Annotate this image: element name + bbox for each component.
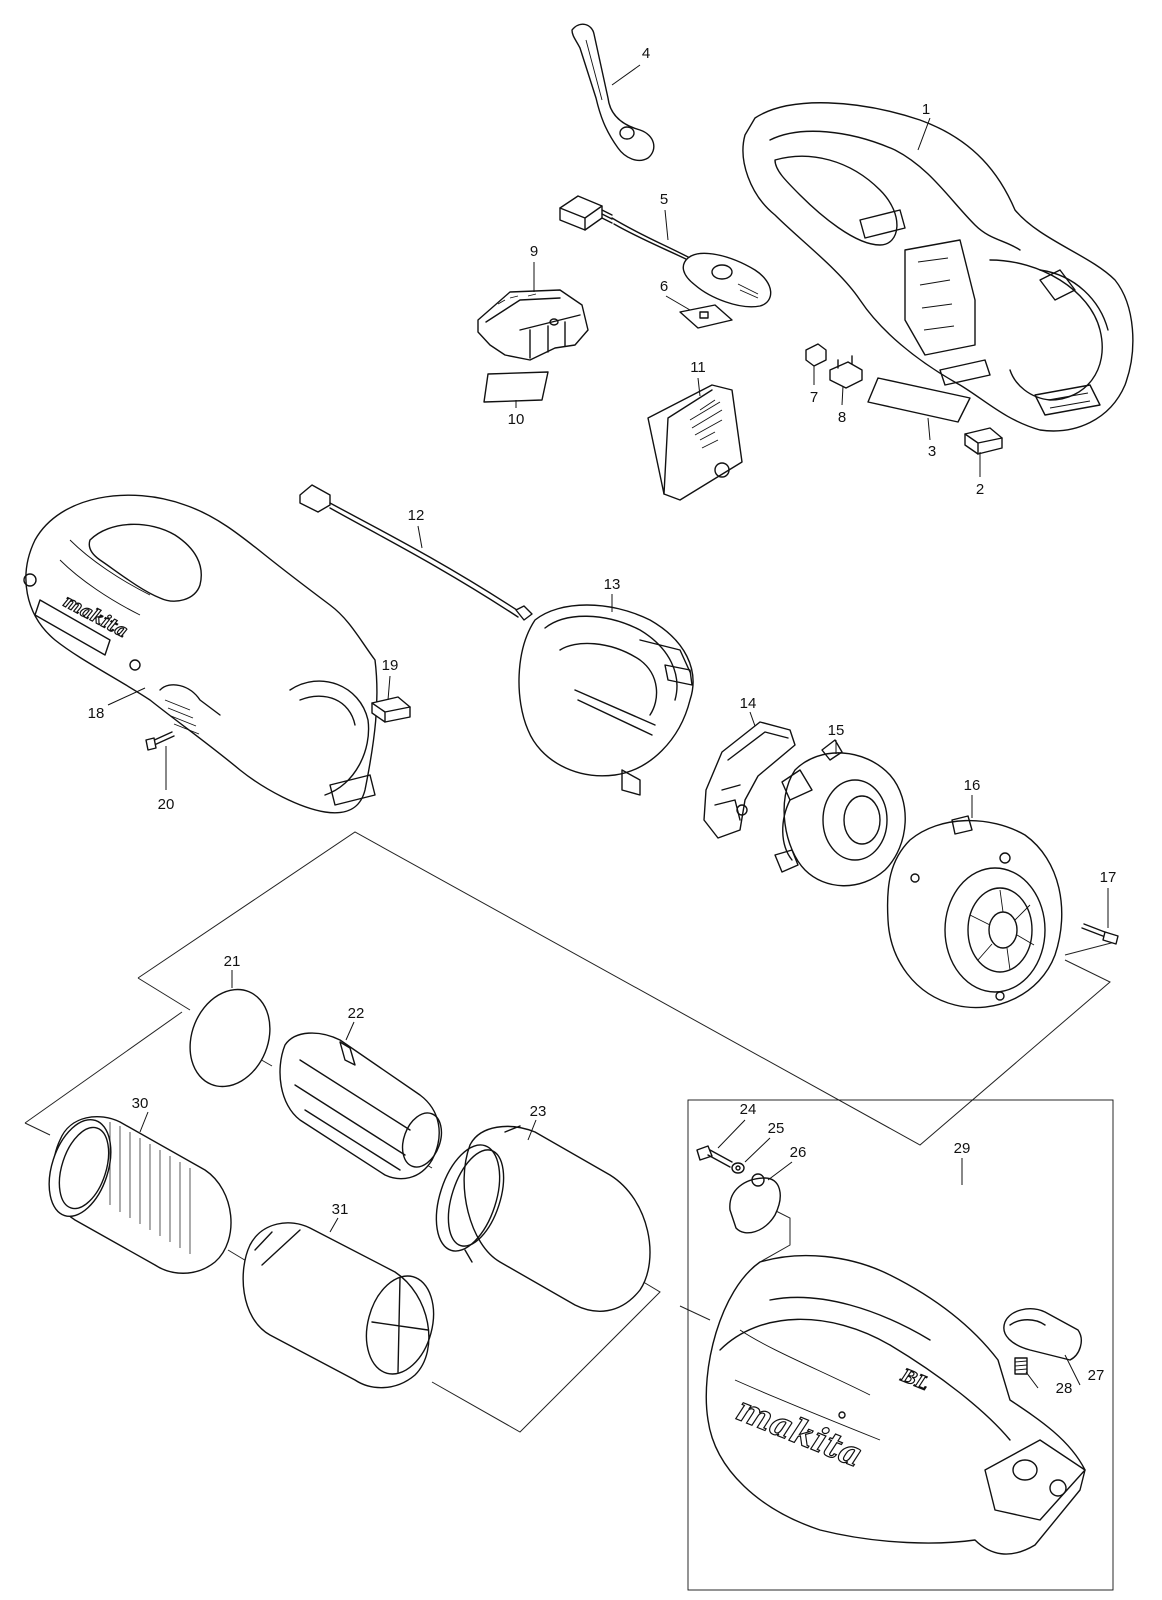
- part-19-clip: [371, 696, 411, 723]
- callout-25: 25: [768, 1120, 785, 1137]
- part-3-label: [867, 377, 971, 423]
- callout-19: 19: [382, 657, 399, 674]
- callout-15: 15: [828, 722, 845, 739]
- part-12-wire: [299, 484, 533, 621]
- part-8-terminal: [829, 355, 863, 389]
- part-21-filter-disc: [189, 988, 271, 1088]
- part-30-hepa-filter: [48, 1115, 232, 1274]
- callout-1: 1: [922, 101, 930, 118]
- dust-case-assembly-frame: [687, 1099, 1114, 1591]
- leader-lines: [107, 64, 1109, 1389]
- callout-4: 4: [642, 45, 650, 62]
- callout-10: 10: [508, 411, 525, 428]
- callout-numbers: 1 2 3 4 5 6 7 8 9 10 11 12 13 14 15 16 1…: [88, 45, 1117, 1397]
- part-20-screw: [145, 731, 175, 751]
- part-27-release-button: [1003, 1308, 1082, 1361]
- part-17-screw: [1081, 923, 1119, 945]
- callout-8: 8: [838, 409, 846, 426]
- callout-16: 16: [964, 777, 981, 794]
- part-14-bracket: [703, 721, 796, 839]
- callout-2: 2: [976, 481, 984, 498]
- part-22-prefilter-cage: [279, 1032, 443, 1180]
- part-24-screw: [696, 1145, 733, 1168]
- callout-5: 5: [660, 191, 668, 208]
- callout-18: 18: [88, 705, 105, 722]
- part-28-spring: [1014, 1357, 1028, 1375]
- part-16-fan-housing: [886, 815, 1063, 1009]
- callout-30: 30: [132, 1095, 149, 1112]
- callout-28: 28: [1056, 1380, 1073, 1397]
- part-11-controller: [647, 384, 743, 501]
- part-9-terminal-holder: [477, 289, 589, 361]
- callout-7: 7: [810, 389, 818, 406]
- callout-23: 23: [530, 1103, 547, 1120]
- callout-3: 3: [928, 443, 936, 460]
- part-10-pad: [483, 371, 549, 403]
- callout-29: 29: [954, 1140, 971, 1157]
- assembly-guide-lines: [24, 831, 1116, 1433]
- part-25-washer: [731, 1162, 745, 1174]
- part-31-mesh-filter: [242, 1222, 435, 1389]
- callout-20: 20: [158, 796, 175, 813]
- part-26-gasket: [729, 1173, 781, 1234]
- part-15-motor: [774, 739, 906, 887]
- callout-13: 13: [604, 576, 621, 593]
- part-18-rear-housing: makita: [23, 494, 378, 814]
- part-5-switch-wire: [559, 195, 772, 308]
- callout-6: 6: [660, 278, 668, 295]
- part-2-clip: [964, 427, 1003, 455]
- part-7-connector: [805, 343, 827, 367]
- callout-11: 11: [690, 359, 706, 376]
- callout-9: 9: [530, 243, 538, 260]
- callout-12: 12: [408, 507, 425, 524]
- callout-24: 24: [740, 1101, 757, 1118]
- callout-17: 17: [1100, 869, 1117, 886]
- part-1-housing-right: [742, 102, 1134, 432]
- callout-14: 14: [740, 695, 757, 712]
- part-29-dust-case: makita BL: [705, 1254, 1086, 1555]
- part-6-switch-board: [679, 304, 733, 329]
- callout-21: 21: [224, 953, 241, 970]
- callout-26: 26: [790, 1144, 807, 1161]
- part-23-cylinder-filter: [435, 1125, 651, 1312]
- part-13-motor-holder: [518, 604, 694, 796]
- part-4-strap: [571, 23, 655, 162]
- callout-27: 27: [1088, 1367, 1105, 1384]
- callout-22: 22: [348, 1005, 365, 1022]
- callout-31: 31: [332, 1201, 349, 1218]
